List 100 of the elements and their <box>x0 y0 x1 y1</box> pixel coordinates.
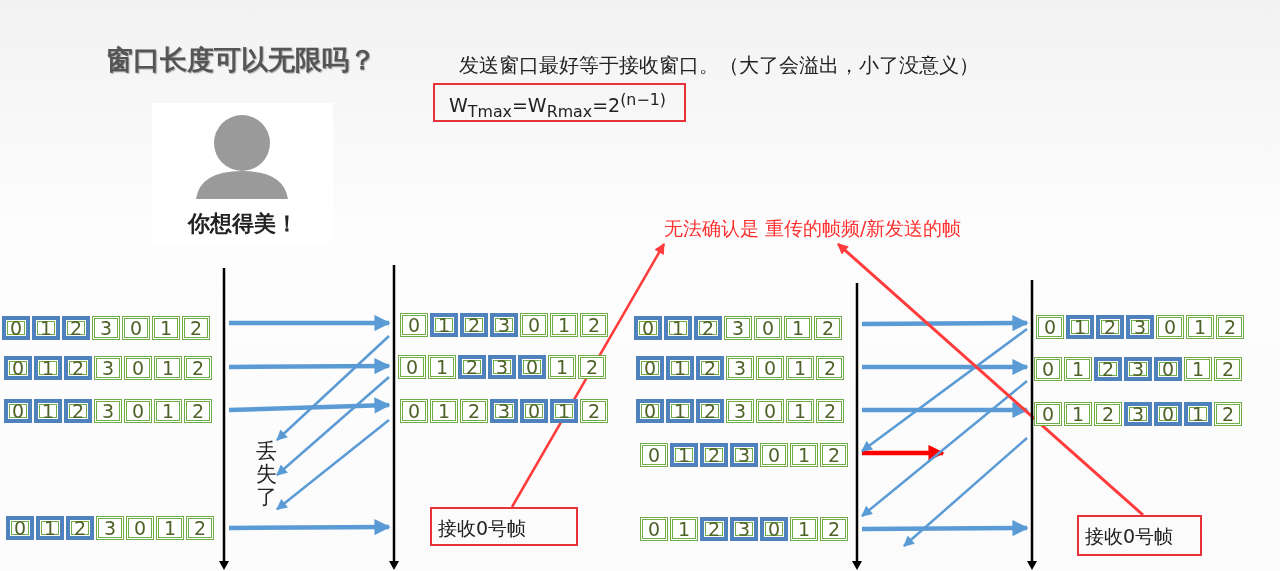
sequence-number-cell: 3 <box>730 443 758 467</box>
sequence-number-cell: 0 <box>760 517 788 541</box>
sequence-number-cell: 2 <box>1214 402 1242 426</box>
sequence-number-cell: 0 <box>634 316 662 340</box>
sequence-number-cell: 1 <box>786 356 814 380</box>
sequence-number-cell: 1 <box>32 316 60 340</box>
sequence-number-cell: 1 <box>790 517 818 541</box>
sequence-number-cell: 1 <box>34 356 62 380</box>
sequence-number-cell: 2 <box>186 516 214 540</box>
sequence-number-cell: 1 <box>1184 402 1212 426</box>
sequence-number-cell: 2 <box>64 356 92 380</box>
sequence-number-cell: 1 <box>428 355 456 379</box>
sequence-number-cell: 3 <box>1124 402 1152 426</box>
sequence-number-cell: 2 <box>184 356 212 380</box>
sequence-number-cell: 1 <box>430 399 458 423</box>
arrow <box>228 397 391 414</box>
sequence-number-cell: 1 <box>156 516 184 540</box>
arrow <box>276 335 390 441</box>
timeline-arrow <box>219 268 229 570</box>
sequence-number-cell: 1 <box>36 516 64 540</box>
sequence-number-cell: 1 <box>154 356 182 380</box>
sequence-number-cell: 1 <box>1186 315 1214 339</box>
sequence-number-cell: 1 <box>1064 357 1092 381</box>
sequence-number-cell: 3 <box>1126 315 1154 339</box>
sequence-number-cell: 3 <box>490 313 518 337</box>
sequence-number-cell: 1 <box>666 399 694 423</box>
sequence-number-cell: 1 <box>548 355 576 379</box>
sequence-number-cell: 2 <box>700 517 728 541</box>
timeline-arrow <box>1027 280 1037 570</box>
arrow <box>862 520 1029 537</box>
leader-arrow <box>510 243 666 508</box>
sequence-number-cell: 2 <box>62 316 90 340</box>
sequence-number-cell: 2 <box>458 355 486 379</box>
arrow <box>861 380 1028 517</box>
sequence-number-cell: 0 <box>122 316 150 340</box>
sequence-number-cell: 0 <box>756 399 784 423</box>
sequence-number-cell: 0 <box>1034 357 1062 381</box>
sequence-number-cell: 0 <box>1154 357 1182 381</box>
sequence-number-cell: 2 <box>1214 357 1242 381</box>
arrow <box>861 328 1028 452</box>
arrow <box>229 314 391 332</box>
sequence-number-cell: 1 <box>154 399 182 423</box>
sequence-number-cell: 2 <box>696 399 724 423</box>
sequence-number-cell: 3 <box>94 399 122 423</box>
arrow <box>862 358 1029 376</box>
sequence-number-cell: 0 <box>1036 315 1064 339</box>
sequence-number-cell: 1 <box>430 313 458 337</box>
sequence-number-cell: 0 <box>1156 315 1184 339</box>
sequence-number-cell: 0 <box>756 356 784 380</box>
sequence-number-cell: 0 <box>640 517 668 541</box>
formula-box: W$_{Tmax}$=W$_{Rmax}$=2$^{(n−1)}$ <box>433 83 686 122</box>
sequence-number-cell: 1 <box>1184 357 1212 381</box>
sequence-number-cell: 0 <box>124 356 152 380</box>
sequence-number-cell: 2 <box>460 399 488 423</box>
timeline-arrow <box>389 265 399 570</box>
sequence-number-cell: 2 <box>184 399 212 423</box>
sequence-number-cell: 2 <box>64 399 92 423</box>
sequence-number-cell: 0 <box>520 313 548 337</box>
sequence-number-cell: 1 <box>550 399 578 423</box>
sequence-number-cell: 0 <box>4 399 32 423</box>
sequence-number-cell: 0 <box>636 356 664 380</box>
sequence-number-cell: 0 <box>126 516 154 540</box>
sequence-number-cell: 3 <box>724 316 752 340</box>
sequence-number-cell: 0 <box>1154 402 1182 426</box>
sequence-number-cell: 2 <box>694 316 722 340</box>
timeline-arrow <box>852 283 862 570</box>
sequence-number-cell: 3 <box>92 316 120 340</box>
sequence-number-cell: 2 <box>1094 357 1122 381</box>
sequence-number-cell: 2 <box>578 355 606 379</box>
sequence-number-cell: 0 <box>400 313 428 337</box>
sequence-number-cell: 1 <box>670 443 698 467</box>
note-box: 接收0号帧 <box>430 507 578 546</box>
sequence-number-cell: 0 <box>754 316 782 340</box>
sequence-number-cell: 2 <box>1096 315 1124 339</box>
sequence-number-cell: 0 <box>2 316 30 340</box>
sequence-number-cell: 0 <box>520 399 548 423</box>
arrow <box>229 519 391 536</box>
sequence-number-cell: 0 <box>398 355 426 379</box>
sequence-number-cell: 2 <box>820 443 848 467</box>
leader-arrow <box>837 242 1144 517</box>
arrow <box>229 358 391 375</box>
sequence-number-cell: 2 <box>580 313 608 337</box>
sequence-number-cell: 0 <box>636 399 664 423</box>
sequence-number-cell: 3 <box>1124 357 1152 381</box>
sequence-number-cell: 2 <box>816 356 844 380</box>
annotation-text: 丢失了 <box>256 440 277 510</box>
sequence-number-cell: 2 <box>816 399 844 423</box>
sequence-number-cell: 1 <box>1064 402 1092 426</box>
sequence-number-cell: 1 <box>790 443 818 467</box>
sequence-number-cell: 3 <box>488 355 516 379</box>
heading: 窗口长度可以无限吗？ <box>106 43 376 77</box>
sequence-number-cell: 2 <box>814 316 842 340</box>
arrow <box>862 401 1029 419</box>
sequence-number-cell: 1 <box>1066 315 1094 339</box>
sequence-number-cell: 3 <box>94 356 122 380</box>
arrow <box>276 376 390 476</box>
picture-caption: 你想得美！ <box>186 210 299 238</box>
sequence-number-cell: 0 <box>1034 402 1062 426</box>
sequence-number-cell: 2 <box>820 517 848 541</box>
sequence-number-cell: 2 <box>460 313 488 337</box>
